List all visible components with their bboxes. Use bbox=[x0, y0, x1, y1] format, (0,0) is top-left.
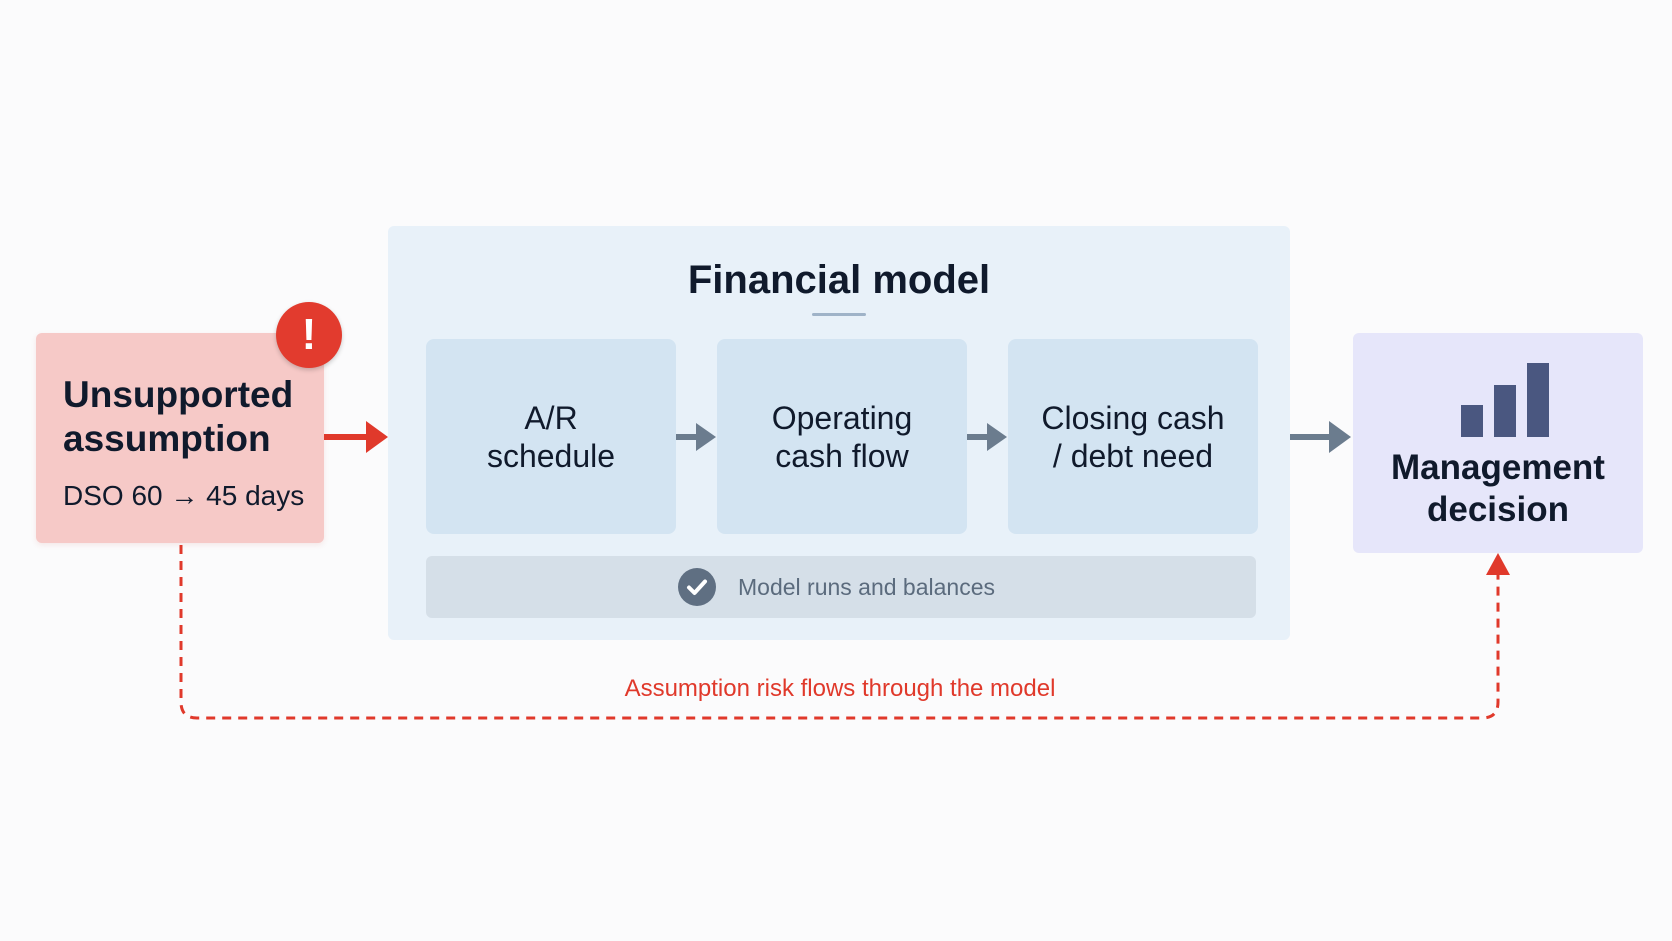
risk-flow-label: Assumption risk flows through the model bbox=[624, 675, 1056, 702]
assumption-card: Unsupported assumption DSO 60 → 45 days bbox=[36, 333, 324, 543]
check-circle-icon bbox=[678, 568, 716, 606]
title-underline bbox=[812, 313, 866, 316]
decision-label: Management decision bbox=[1391, 448, 1605, 529]
step-ar-schedule: A/R schedule bbox=[426, 339, 676, 534]
arrow-model-to-decision bbox=[1290, 421, 1351, 453]
step-label: Operating cash flow bbox=[771, 399, 913, 474]
step-label: A/R schedule bbox=[486, 399, 616, 474]
financial-model-panel: Financial model A/R schedule Operating c… bbox=[388, 226, 1290, 640]
step-closing-cash: Closing cash / debt need bbox=[1008, 339, 1258, 534]
bar-chart-icon bbox=[1461, 363, 1549, 437]
step-label: Closing cash / debt need bbox=[1041, 399, 1225, 474]
model-status-bar: Model runs and balances bbox=[426, 556, 1256, 618]
decision-card: Management decision bbox=[1353, 333, 1643, 553]
assumption-detail: DSO 60 → 45 days bbox=[63, 480, 305, 511]
assumption-title: Unsupported assumption bbox=[63, 374, 294, 459]
alert-icon: ! bbox=[276, 302, 342, 368]
status-text: Model runs and balances bbox=[738, 574, 995, 600]
arrow-assumption-to-model bbox=[324, 421, 388, 453]
model-title: Financial model bbox=[687, 258, 991, 302]
step-operating-cash-flow: Operating cash flow bbox=[717, 339, 967, 534]
